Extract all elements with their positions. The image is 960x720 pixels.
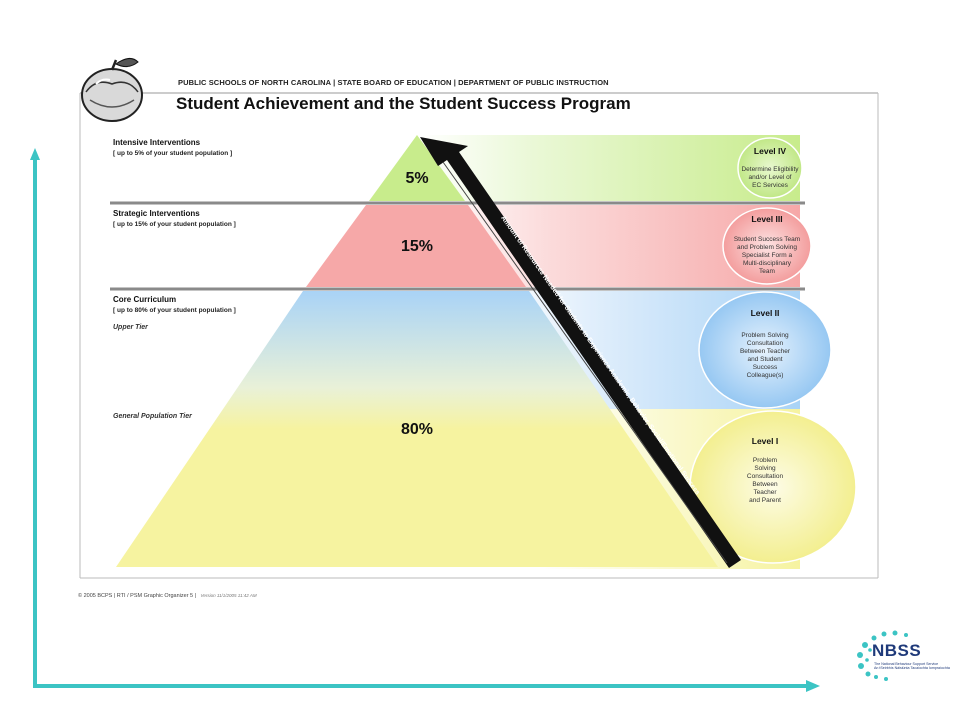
pyramid-core [116,291,718,567]
level-i-line: Between [752,481,778,488]
tier-strategic-subtitle: [ up to 15% of your student population ] [113,221,236,228]
level-ii-line: and Student [747,356,783,363]
subtier-general: General Population Tier [113,413,192,420]
level-i-title: Level I [751,436,779,446]
level-ii-line: Consultation [746,340,784,347]
level-iii-title: Level III [751,214,783,224]
level-iv-circle [737,137,803,199]
resources-arrow-edge [442,161,728,564]
level-iii-line: Team [759,268,775,275]
level-i-line: Problem [752,457,778,464]
tier-strategic-title: Strategic Interventions [113,209,200,218]
level-ii-title: Level II [750,308,780,318]
level-ii-circle [698,291,832,409]
level-i-line: and Parent [749,497,781,504]
level-iv-line: EC Services [752,182,788,189]
subtier-upper: Upper Tier [113,324,148,331]
level-iii-line: and Problem Solving [737,244,797,251]
agency-line: PUBLIC SCHOOLS OF NORTH CAROLINA | STATE… [178,78,609,87]
page-title: Student Achievement and the Student Succ… [176,94,631,113]
level-ii-line: Problem Solving [741,332,789,339]
footer-credit: © 2005 BCPS | RTI / PSM Graphic Organize… [78,593,197,599]
nbss-logo-subtitle: The National Behaviour Support Service A… [874,662,958,670]
level-iii-line: Multi-disciplinary [742,260,792,267]
pyramid-strategic [306,205,526,287]
nbss-subtitle-line: An tSeirbhís Náisiúnta Tacaíochta Iompra… [874,666,950,671]
footer-version: Version 11/1/2005 11:42 AM [200,593,257,598]
pyramid-intensive [369,135,465,201]
level-ii-line: Colleague(s) [746,372,784,379]
teal-l-arrow [33,155,810,688]
level-iv-line: and/or Level of [748,174,792,181]
percent-strategic: 15% [400,238,434,255]
level-i-desc: Problem Solving Consultation Between Tea… [715,457,815,505]
apple-icon [81,58,143,122]
footer: © 2005 BCPS | RTI / PSM Graphic Organize… [78,584,257,602]
level-iii-circle [722,207,812,285]
percent-core: 80% [400,421,434,438]
level-ii-line: Success [752,364,778,371]
nbss-subtitle-line: The National Behaviour Support Service [874,662,939,666]
nbss-logo-text: NBSS [872,641,922,660]
tier-intensive-subtitle: [ up to 5% of your student population ] [113,150,233,157]
level-iii-line: Specialist Form a [741,252,793,259]
level-i-line: Teacher [753,489,777,496]
teal-arrow-right-head [806,680,820,692]
level-i-line: Solving [754,465,776,472]
teal-arrow-up-head [30,148,40,160]
nbss-logo-mark [857,630,908,681]
level-ii-line: Between Teacher [739,348,791,355]
percent-intensive: 5% [405,170,429,187]
level-iv-title: Level IV [753,146,787,156]
level-iv-line: Determine Eligibility [741,166,799,173]
tier-core-title: Core Curriculum [113,295,177,304]
level-ii-desc: Problem Solving Consultation Between Tea… [715,332,815,380]
tier-intensive-title: Intensive Interventions [113,138,201,147]
level-iii-desc: Student Success Team and Problem Solving… [717,236,817,276]
tier-core-subtitle: [ up to 80% of your student population ] [113,307,236,314]
level-iv-desc: Determine Eligibility and/or Level of EC… [730,166,810,190]
level-i-line: Consultation [746,473,784,480]
level-iii-line: Student Success Team [733,236,801,243]
resources-arrow [420,137,741,568]
